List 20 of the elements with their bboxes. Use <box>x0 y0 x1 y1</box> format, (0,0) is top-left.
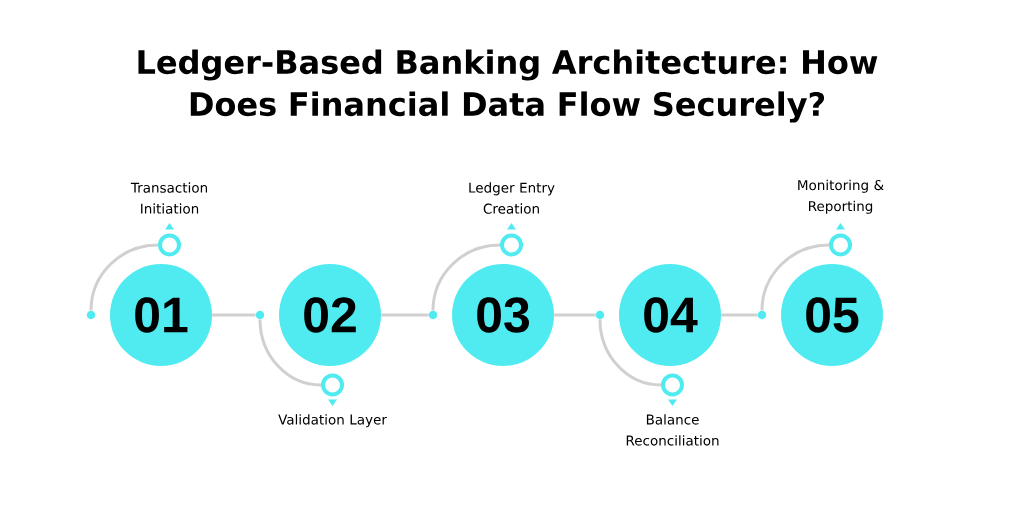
step-label: Balance Reconciliation <box>626 414 719 446</box>
connector-line <box>721 313 758 317</box>
connector-line <box>554 313 596 317</box>
title: Ledger-Based Banking Architecture: How Does Financial Data Flow Securely? <box>138 49 878 123</box>
connector-line <box>598 319 662 387</box>
ring <box>661 373 684 397</box>
step-label: Monitoring & Reporting <box>798 179 884 214</box>
ring <box>829 233 852 257</box>
connector-line <box>381 313 429 317</box>
step-label: Transaction Initiation <box>130 182 207 214</box>
connector-line <box>89 243 159 311</box>
connector-line <box>258 319 322 387</box>
connector-line <box>212 313 256 317</box>
step-label: Ledger Entry Creation <box>469 182 555 214</box>
connector-line <box>431 243 501 311</box>
ring <box>321 373 344 397</box>
connector-line <box>760 243 830 311</box>
ring <box>158 233 181 257</box>
ring <box>500 233 523 257</box>
step-label: Validation Layer <box>278 414 387 428</box>
